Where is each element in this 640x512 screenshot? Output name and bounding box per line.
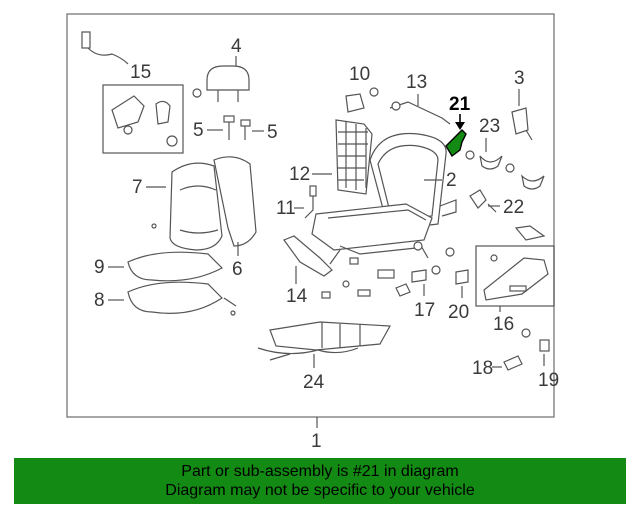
callout-1: 1 xyxy=(311,431,322,452)
seat-back-cover-part xyxy=(169,156,257,251)
callout-12: 12 xyxy=(289,164,310,185)
part-20 xyxy=(455,269,469,285)
callout-9: 9 xyxy=(94,257,105,278)
diagram-frame xyxy=(66,13,555,418)
callout-21: 21 xyxy=(449,94,471,115)
part-11 xyxy=(304,185,317,219)
headrest-part xyxy=(206,65,250,102)
callout-6: 6 xyxy=(232,259,243,280)
callout-15: 15 xyxy=(130,62,151,83)
part-23 xyxy=(479,155,545,190)
banner-line-2: Diagram may not be specific to your vehi… xyxy=(165,482,475,499)
part-14 xyxy=(283,235,333,277)
callout-24: 24 xyxy=(303,372,325,393)
harness-icon xyxy=(81,31,129,65)
part-15-bracket xyxy=(111,95,178,147)
seat-spring-part xyxy=(335,119,373,195)
part-19 xyxy=(539,339,550,352)
headrest-guide-part xyxy=(223,115,251,140)
callout-5a: 5 xyxy=(193,120,204,141)
part-15-box xyxy=(102,84,184,154)
callout-20: 20 xyxy=(448,302,469,323)
callout-17: 17 xyxy=(414,300,435,321)
banner-line-1: Part or sub-assembly is #21 in diagram xyxy=(181,463,459,480)
part-17 xyxy=(411,269,427,283)
callout-4: 4 xyxy=(231,36,242,57)
callout-13: 13 xyxy=(406,72,427,93)
callout-14: 14 xyxy=(286,286,308,307)
callout-2: 2 xyxy=(446,170,457,191)
parts-diagram: 1 4 5 5 15 7 6 xyxy=(66,13,559,452)
part-3 xyxy=(511,107,533,141)
callout-19: 19 xyxy=(538,370,559,391)
part-22 xyxy=(439,189,546,241)
callout-18: 18 xyxy=(472,358,493,379)
callout-11: 11 xyxy=(276,198,296,219)
callout-5b: 5 xyxy=(267,122,278,143)
seat-cushion-cover-part xyxy=(127,251,237,316)
callout-3: 3 xyxy=(514,68,525,89)
part-18 xyxy=(503,355,523,371)
callout-22: 22 xyxy=(503,197,524,218)
seat-frame-part xyxy=(311,132,447,265)
part-10 xyxy=(345,93,365,113)
wire-harness-part xyxy=(257,321,391,361)
callout-10: 10 xyxy=(349,64,370,85)
callout-8: 8 xyxy=(94,290,105,311)
seat-shield-part xyxy=(483,254,549,301)
info-banner: Part or sub-assembly is #21 in diagram D… xyxy=(14,458,626,504)
part-21-highlight xyxy=(445,129,467,158)
callout-23: 23 xyxy=(479,116,500,137)
part-16-box xyxy=(475,245,555,307)
callout-16: 16 xyxy=(493,314,514,335)
hardware-parts xyxy=(321,241,455,299)
callout-7: 7 xyxy=(132,177,143,198)
